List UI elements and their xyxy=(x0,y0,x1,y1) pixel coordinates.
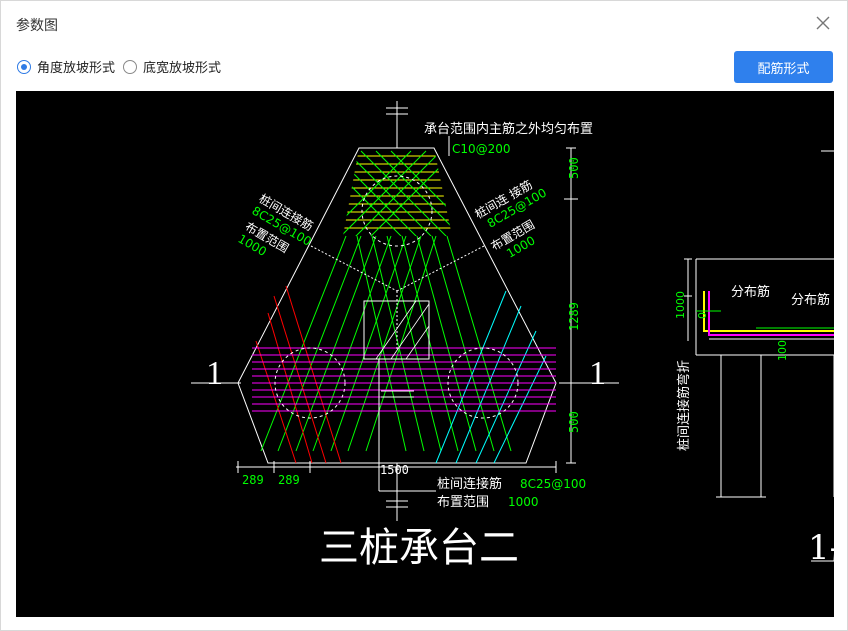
close-button[interactable] xyxy=(813,13,833,33)
radio-angle-slope[interactable]: 角度放坡形式 xyxy=(17,57,115,76)
section-label-left: 1 xyxy=(206,355,223,392)
green-connecting-rebar xyxy=(260,235,512,452)
dim-500-bottom: 500 xyxy=(567,411,581,433)
slope-mode-options: 角度放坡形式 底宽放坡形式 xyxy=(17,57,229,76)
radio-label-width: 底宽放坡形式 xyxy=(143,61,222,76)
close-icon xyxy=(816,16,830,30)
side-dim-0: 0 xyxy=(696,312,709,319)
dim-1500: 1500 xyxy=(380,463,409,477)
radio-button-angle[interactable] xyxy=(17,59,31,74)
side-section-rebar xyxy=(696,291,834,336)
radio-button-width[interactable] xyxy=(123,59,138,74)
axis-lines xyxy=(378,101,414,521)
right-annotation: 桩间连 接筋 8C25@100 xyxy=(472,177,549,231)
dim-289-a: 289 xyxy=(242,473,264,487)
dialog-title: 参数图 xyxy=(16,18,58,34)
bottom-label-1: 桩间连接筋 xyxy=(437,476,502,492)
annot-top-spec: C10@200 xyxy=(452,142,511,156)
dim-289-b: 289 xyxy=(278,473,300,487)
bottom-label-2: 布置范围 xyxy=(437,495,489,510)
side-label-2: 分布筋 xyxy=(791,292,830,308)
pile-cap-drawing: 1 1 500 1289 500 289 289 xyxy=(191,101,834,571)
column xyxy=(363,300,430,360)
column-hatch xyxy=(375,300,430,360)
side-dim-100: 100 xyxy=(776,340,789,361)
top-yellow-rebar xyxy=(343,150,452,236)
magenta-rebar-band xyxy=(252,347,556,412)
bottom-label-1-spec: 8C25@100 xyxy=(520,477,586,491)
side-label-1: 分布筋 xyxy=(731,284,770,300)
rebar-form-button[interactable]: 配筋形式 xyxy=(734,51,833,83)
side-section-label: 1- xyxy=(808,528,834,568)
annot-top: 承台范围内主筋之外均匀布置 xyxy=(424,121,593,137)
radio-label-angle: 角度放坡形式 xyxy=(37,61,116,76)
radio-width-slope[interactable]: 底宽放坡形式 xyxy=(123,57,221,76)
drawing-canvas: 1 1 500 1289 500 289 289 xyxy=(16,91,834,617)
cyan-rebar-right xyxy=(435,290,547,464)
pile-top xyxy=(361,175,433,247)
side-section xyxy=(684,150,834,562)
dim-1289: 1289 xyxy=(567,302,581,331)
pile-right xyxy=(447,347,519,419)
dim-500-top: 500 xyxy=(567,157,581,179)
red-rebar-left xyxy=(255,285,342,464)
drawing-title: 三桩承台二 xyxy=(319,525,519,571)
bottom-dimension xyxy=(236,461,557,473)
section-label-right: 1 xyxy=(589,355,606,392)
bottom-label-2-spec: 1000 xyxy=(508,495,539,509)
right-dimension xyxy=(564,147,578,464)
side-dim-1000: 1000 xyxy=(674,291,687,319)
pile-left xyxy=(274,347,346,419)
side-vertical-label: 桩间连接筋弯折 xyxy=(676,360,692,451)
